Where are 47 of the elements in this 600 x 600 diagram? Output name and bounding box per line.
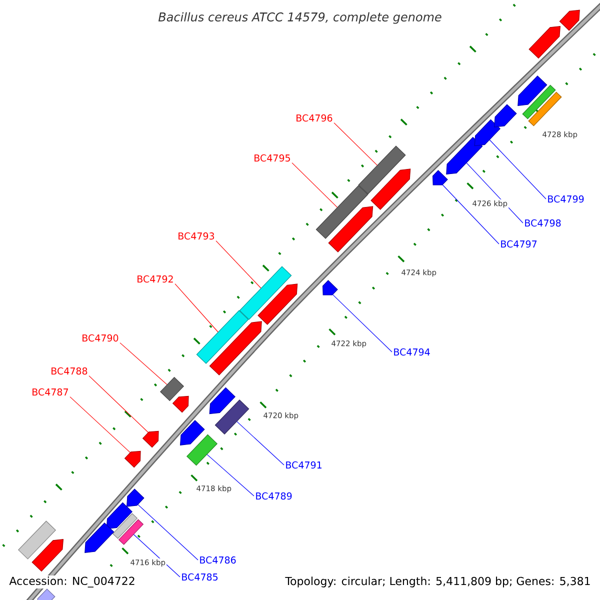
leader-line: [88, 376, 148, 433]
gene-label: BC4787: [32, 388, 68, 396]
gene-block: [316, 185, 368, 239]
gene-label: BC4790: [82, 334, 118, 342]
gene-block: [258, 284, 298, 325]
gene-label: BC4791: [286, 461, 322, 469]
gene-block: [494, 104, 517, 128]
gene-block: [328, 206, 374, 252]
gene-label: BC4793: [178, 232, 214, 240]
leader-line: [334, 122, 378, 166]
gene-label: BC4799: [548, 195, 584, 203]
gene-block: [559, 10, 580, 31]
gene-label: BC4788: [52, 367, 88, 375]
footer-text: Accession: NC_004722: [8, 576, 136, 588]
gene-block: [209, 321, 262, 376]
gene-block: [126, 488, 144, 507]
gene-block: [358, 146, 406, 194]
leader-line: [138, 504, 198, 560]
leader-line: [216, 240, 262, 288]
leader-line: [206, 454, 254, 496]
leader-line: [120, 342, 168, 385]
leader-line: [133, 534, 180, 578]
leader-line: [292, 162, 338, 208]
leader-line: [236, 421, 284, 466]
leader-line: [70, 396, 130, 453]
gene-block: [370, 168, 411, 210]
leader-line: [174, 284, 218, 332]
gene-block: [522, 84, 556, 120]
gene-label: BC4786: [200, 556, 236, 564]
leader-line: [466, 162, 524, 224]
gene-block: [528, 92, 562, 126]
gene-label: BC4785: [182, 573, 218, 581]
gene-label: BC4798: [525, 219, 561, 227]
leader-line: [332, 294, 392, 352]
leader-line: [442, 184, 500, 244]
gene-label: BC4794: [394, 348, 430, 356]
leader-line: [489, 140, 546, 200]
gene-label: BC4789: [256, 492, 292, 500]
title: Bacillus cereus ATCC 14579, complete genome: [158, 12, 442, 24]
gene-label: BC4795: [254, 154, 290, 162]
gene-block: [36, 588, 56, 600]
gene-block: [239, 266, 292, 320]
footer-text: Topology: circular; Length: 5,411,809 bp; Genes: 5,381: [284, 576, 592, 588]
gene-label: BC4792: [138, 275, 173, 283]
gene-block: [196, 310, 249, 364]
gene-label: BC4797: [501, 240, 537, 248]
gene-label: BC4796: [296, 114, 332, 122]
